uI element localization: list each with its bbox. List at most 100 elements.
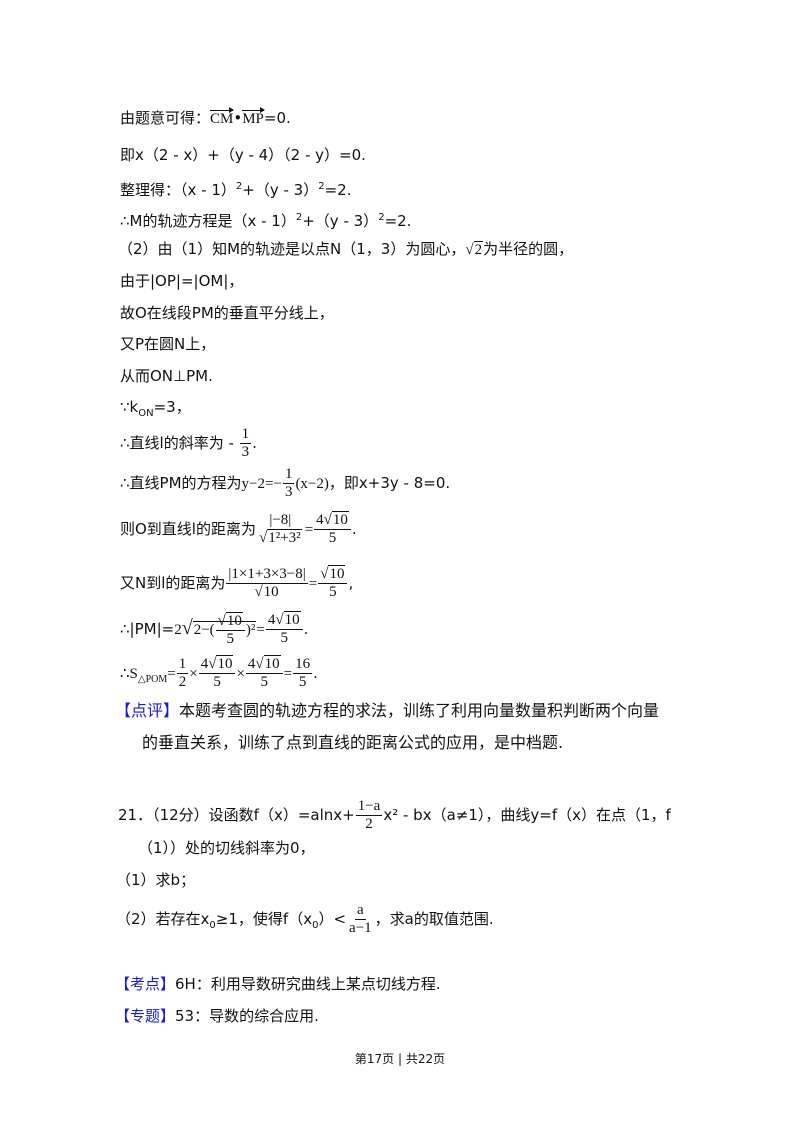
subscript: 0 — [209, 920, 216, 931]
text: +（y - 3） — [302, 212, 379, 230]
numerator: |−8| — [267, 512, 294, 530]
denominator: 2 — [178, 674, 187, 690]
text: )² — [245, 622, 256, 638]
line-9: 从而ON⊥PM. — [120, 367, 213, 385]
line-trajectory: ∴M的轨迹方程是（x - 1）2+（y - 3）2=2. — [120, 208, 411, 231]
exp: 2 — [235, 181, 243, 192]
page-number: 第17页 — [354, 1052, 395, 1066]
vector-cm: CM — [210, 107, 235, 127]
sqrt-sign: √ — [181, 617, 193, 639]
problem-21-q1: （1）求b； — [116, 871, 196, 889]
text: = — [304, 522, 314, 538]
denominator: 5 — [328, 530, 337, 546]
text: ≥1，使得f（x — [215, 910, 313, 928]
text: ，求a的取值范围. — [374, 910, 494, 928]
separator: | — [394, 1052, 406, 1066]
radicand: 1²+3² — [267, 529, 302, 546]
text: （2）若存在x — [116, 910, 210, 928]
text: y−2=− — [241, 476, 282, 492]
text: ∴|PM|= — [120, 620, 175, 638]
numerator: 4√10 — [245, 655, 283, 674]
page-footer: 第17页 | 共22页 — [0, 1050, 800, 1067]
subscript: △POM — [137, 674, 168, 685]
numerator: 16 — [293, 656, 313, 674]
subscript: ON — [138, 408, 154, 419]
radicand: 2 — [473, 241, 484, 258]
text: =2. — [384, 212, 412, 230]
radicand: 10 — [263, 655, 281, 672]
radicand: 10 — [328, 565, 346, 582]
radicand: 10 — [283, 611, 301, 628]
text: 2−( — [193, 622, 215, 638]
denominator: 5 — [213, 674, 221, 690]
text: = — [256, 622, 265, 638]
comment-tag: 【点评】 — [115, 701, 180, 720]
text: 整理得：（x - 1） — [120, 181, 236, 199]
line-part2: （2）由（1）知M的轨迹是以点N（1，3）为圆心，√2为半径的圆， — [118, 239, 573, 260]
text: 则O到直线l的距离为 — [120, 520, 256, 538]
text: 本题考查圆的轨迹方程的求法，训练了利用向量数量积判断两个向量 — [179, 701, 660, 720]
text: 2 — [174, 622, 182, 638]
dot-operator: • — [233, 109, 243, 127]
radicand: 10 — [225, 612, 243, 630]
text: 由题意可得： — [120, 109, 211, 127]
line-7: 故O在线段PM的垂直平分线上， — [120, 304, 334, 322]
text: 为半径的圆， — [483, 240, 574, 258]
text: . — [252, 434, 257, 452]
coef: 4 — [200, 656, 209, 672]
times: × — [236, 666, 245, 682]
line-10: ∵kON=3， — [120, 397, 191, 424]
subscript: 0 — [312, 920, 319, 931]
radicand: 10 — [331, 511, 349, 528]
denominator: 5 — [226, 631, 235, 648]
text: ∴M的轨迹方程是（x - 1） — [120, 212, 296, 230]
text: . — [313, 664, 318, 682]
coef: 4 — [316, 512, 324, 528]
text: x² - bx（a≠1），曲线y=f（x）在点（1，f — [383, 806, 671, 824]
numerator: 1−a — [355, 798, 383, 816]
vector-mp: MP — [242, 107, 265, 127]
numerator: 1 — [176, 656, 189, 674]
zhuanti-tag: 【专题】 — [115, 1007, 176, 1025]
coef: 4 — [267, 612, 276, 628]
denominator: √1²+3² — [258, 529, 302, 546]
exp: 2 — [295, 212, 303, 223]
text: ∵k — [120, 398, 139, 416]
numerator: a — [355, 902, 366, 920]
text: =0. — [263, 109, 291, 127]
fraction: |1×1+3×3−8|√10 — [226, 566, 308, 601]
denominator: 3 — [241, 444, 250, 460]
line-expanded: 即x（2 - x）+（y - 4）（2 - y）=0. — [120, 146, 366, 164]
exp: 2 — [318, 181, 325, 192]
radicand: 10 — [262, 583, 280, 600]
problem-21-cont: （1））处的切线斜率为0， — [138, 839, 315, 857]
text: ∴直线l的斜率为 - — [120, 434, 239, 452]
line-simplified: 整理得：（x - 1）2+（y - 3）2=2. — [120, 177, 351, 200]
text: （2）由（1）知M的轨迹是以点N（1，3）为圆心， — [118, 240, 466, 258]
line-8: 又P在圆N上， — [120, 335, 216, 353]
numerator: 1 — [282, 466, 295, 484]
numerator: 1 — [239, 426, 252, 444]
exp: 2 — [378, 212, 385, 223]
numerator: 4√10 — [314, 511, 351, 530]
text: = — [167, 666, 176, 682]
text: 又N到l的距离为 — [120, 574, 226, 592]
fraction: |−8|√1²+3² — [257, 512, 304, 547]
denominator: a−1 — [349, 920, 372, 936]
text: . — [303, 620, 309, 638]
denominator: 2 — [365, 816, 373, 832]
numerator: √10 — [318, 565, 348, 584]
